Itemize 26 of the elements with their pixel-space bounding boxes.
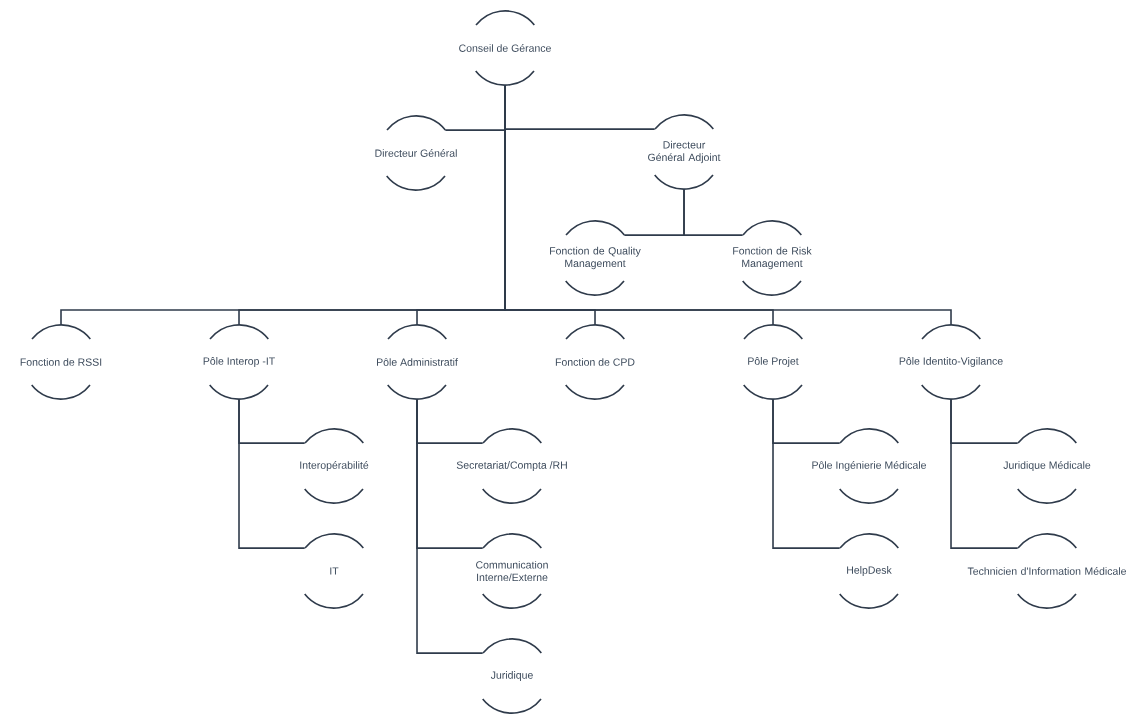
- org-node: Secretariat/Compta /RH: [456, 428, 567, 504]
- org-node: Technicien d'Information Médicale: [967, 533, 1126, 609]
- org-node: HelpDesk: [838, 533, 900, 609]
- org-node: Directeur Général Adjoint: [648, 114, 721, 190]
- org-node: Pôle Interop -IT: [203, 324, 275, 400]
- org-node: Fonction de CPD: [555, 324, 635, 400]
- org-node: Fonction de Quality Management: [550, 220, 641, 296]
- org-node: Pôle Ingénierie Médicale: [812, 428, 926, 504]
- org-node: Fonction de Risk Management: [733, 220, 812, 296]
- org-node: Pôle Identito-Vigilance: [899, 324, 1003, 400]
- connector-line: [772, 398, 841, 549]
- org-node: IT: [303, 533, 365, 609]
- org-node: Conseil de Gérance: [459, 10, 551, 86]
- org-node: Pôle Administratif: [377, 324, 458, 400]
- org-node: Interopérabilité: [300, 428, 369, 504]
- org-node: Juridique: [481, 638, 543, 714]
- connector-line: [238, 398, 306, 549]
- connector-line: [416, 398, 484, 654]
- org-node: Fonction de RSSI: [20, 324, 102, 400]
- org-node: Directeur Général: [375, 115, 457, 191]
- org-node: Juridique Médicale: [1003, 428, 1091, 504]
- org-node: Communication Interne/Externe: [476, 533, 548, 609]
- connector-line: [683, 188, 744, 236]
- org-node: Pôle Projet: [742, 324, 804, 400]
- connector-line: [950, 398, 1019, 549]
- connector-line: [504, 84, 952, 326]
